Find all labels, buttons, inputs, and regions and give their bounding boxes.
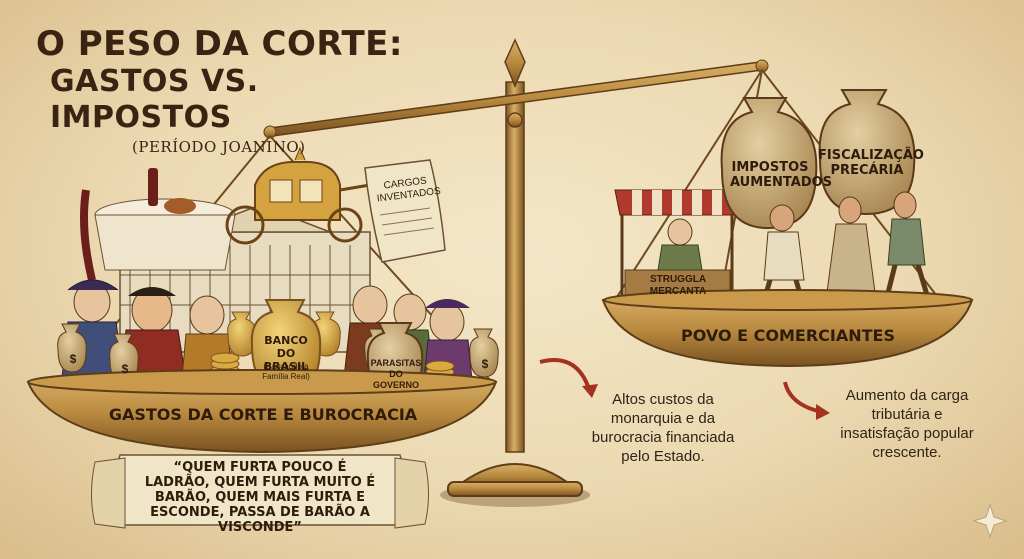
bank-bag-subtitle: (Bancando a Família Real): [262, 362, 310, 381]
inspection-bag-label: FISCALIZAÇÃO PRECÁRIA: [818, 148, 924, 178]
left-pan-label: GASTOS DA CORTE E BUROCRACIA: [108, 405, 418, 424]
title-line-2: GASTOS VS. IMPOSTOS: [50, 64, 259, 135]
left-pan: [26, 369, 498, 454]
right-pan: [601, 289, 974, 368]
stall-sign: STRUGGLA MERCANTA: [649, 274, 707, 297]
scroll-icon: [364, 159, 446, 263]
money-bag-icon: [720, 97, 818, 230]
sparkle-icon: [972, 503, 1008, 539]
page-title: O PESO DA CORTE: GASTOS VS. IMPOSTOS (PE…: [36, 24, 436, 158]
right-pan-label: POVO E COMERCIANTES: [680, 326, 896, 345]
arrow-icon: [539, 358, 592, 393]
coin-symbol: $: [481, 357, 489, 371]
scale-pole: [505, 81, 525, 453]
banquet-table: [80, 168, 236, 281]
taxes-bag-label: IMPOSTOS AUMENTADOS: [730, 160, 833, 190]
quote-text: “QUEM FURTA POUCO É LADRÃO, QUEM FURTA M…: [144, 460, 376, 535]
title-line-1: O PESO DA CORTE:: [36, 24, 404, 64]
bank-bag-title: BANCO DO BRASIL: [263, 334, 309, 373]
quote-scroll: [91, 454, 429, 529]
note-right: Aumento da carga tributária e insatisfaç…: [840, 387, 974, 461]
title-line-3: (PERÍODO JOANINO): [132, 138, 306, 156]
people: [757, 191, 933, 316]
parasites-bag-label: PARASITAS DO GOVERNO: [370, 358, 422, 390]
carriage-icon: [225, 146, 371, 245]
coin-symbol: $: [121, 362, 129, 376]
scale-base: [440, 463, 590, 507]
note-center: Altos custos da monarquia e da burocraci…: [591, 391, 735, 465]
coin-symbol: $: [69, 352, 77, 366]
